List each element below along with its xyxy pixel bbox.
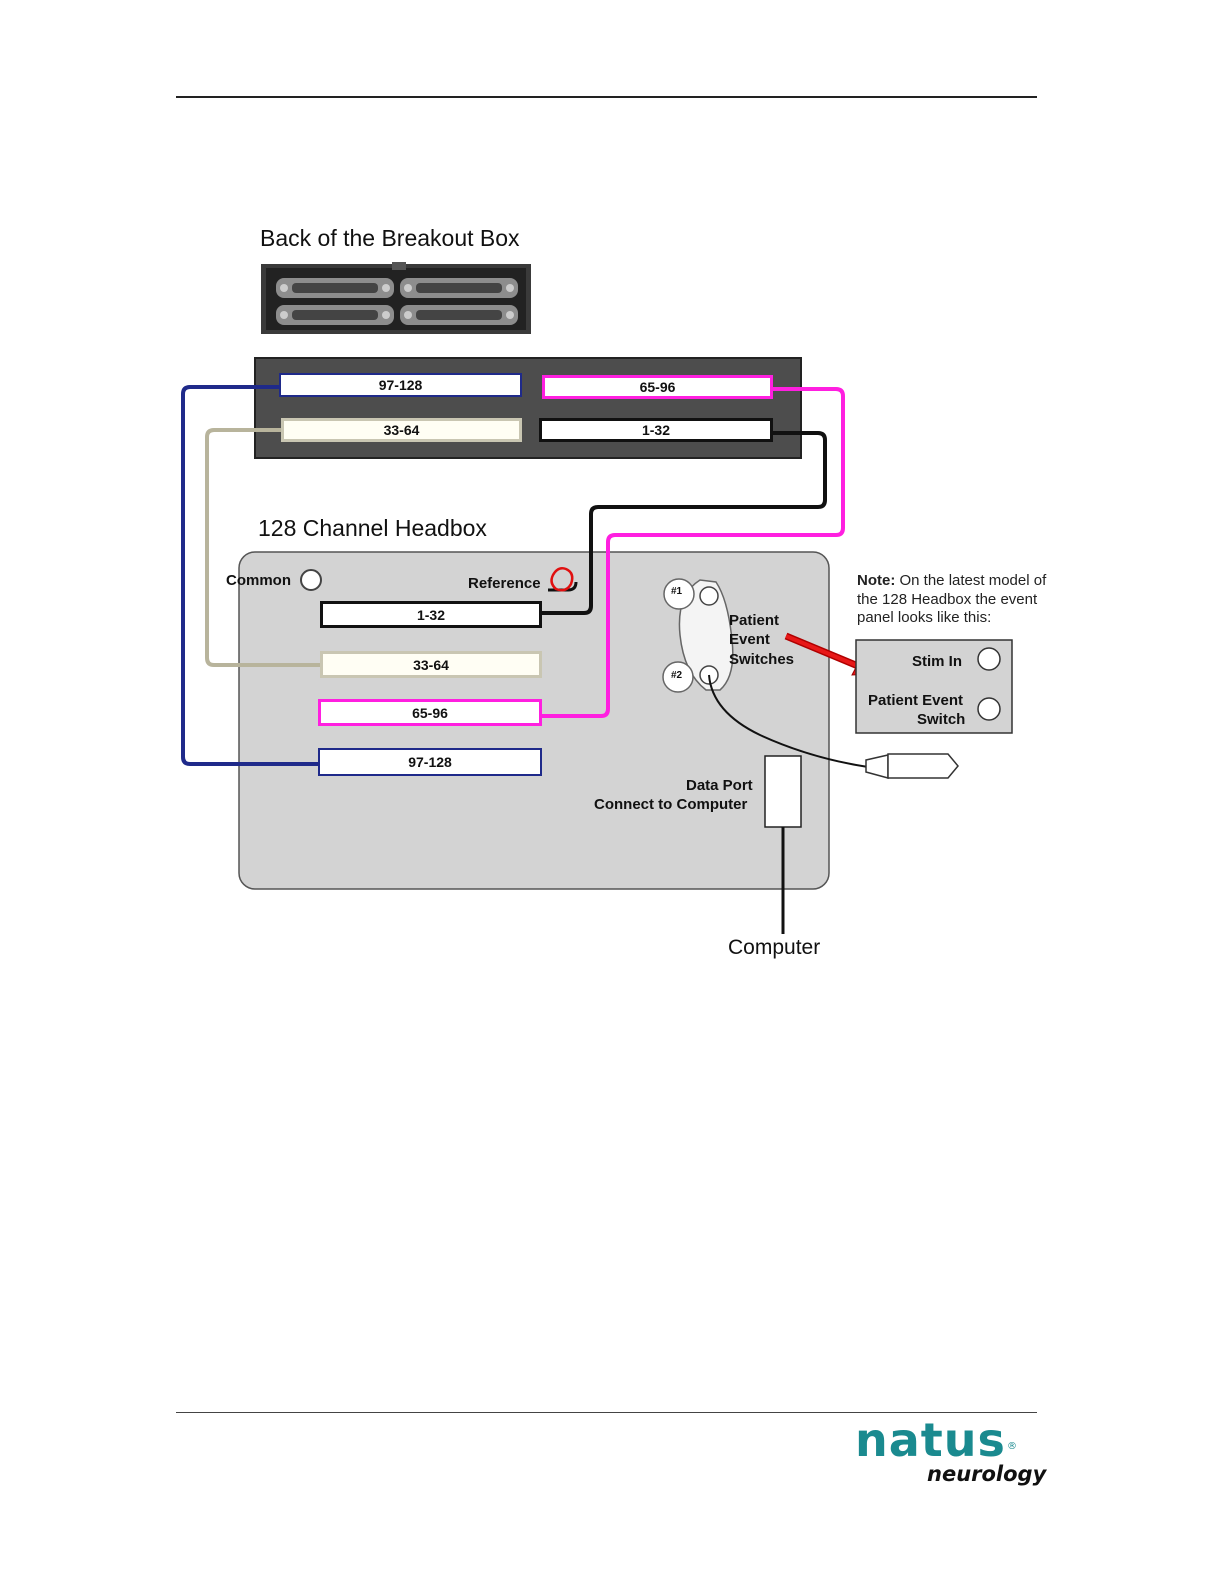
reference-lead [548, 581, 578, 592]
footer-rule [176, 1412, 1037, 1413]
note-body: On the latest model of the 128 Headbox t… [857, 572, 1047, 626]
switch-1-label: #1 [671, 586, 683, 597]
switch-plug-icon [865, 754, 889, 779]
breakout-port-33-64: 33-64 [281, 418, 522, 442]
logo-word: natus [855, 1413, 1006, 1467]
computer-label: Computer [728, 936, 821, 959]
note-bold: Note: [857, 572, 896, 589]
headbox-port-1-32: 1-32 [320, 601, 542, 628]
patient-event-switch-label-1: Patient Event [868, 692, 964, 709]
headbox-port-97-128: 97-128 [318, 748, 542, 776]
reference-label: Reference [468, 575, 541, 592]
common-label: Common [226, 572, 291, 589]
patient-event-label-line3: Switches [729, 651, 795, 668]
cable-1-32 [542, 431, 827, 615]
header-rule [176, 96, 1037, 98]
reference-jack-icon [550, 567, 574, 592]
data-port-label: Data Port [686, 777, 753, 794]
switch-cord [708, 674, 869, 768]
breakout-box-title: Back of the Breakout Box [260, 225, 520, 251]
natus-logo: natus ® neurology [855, 1413, 1046, 1495]
stim-in-label: Stim In [912, 653, 963, 670]
data-port [764, 755, 802, 828]
headbox-port-65-96: 65-96 [318, 699, 542, 726]
connect-to-computer-label: Connect to Computer [594, 796, 748, 813]
note-text: Note: On the latest model of the 128 Hea… [857, 572, 1067, 628]
event-switch-panel [662, 578, 734, 693]
patient-event-label-line2: Event [729, 631, 770, 648]
breakout-port-97-128: 97-128 [279, 373, 522, 397]
logo-sub: neurology [927, 1462, 1047, 1486]
cable-65-96 [542, 387, 845, 718]
logo-registered: ® [1007, 1441, 1017, 1452]
patient-event-switch-label-2: Switch [917, 711, 966, 728]
headbox-title: 128 Channel Headbox [258, 515, 487, 541]
breakout-port-65-96: 65-96 [542, 375, 773, 399]
common-jack-icon [300, 569, 322, 591]
switch-2-label: #2 [671, 670, 683, 681]
breakout-port-1-32: 1-32 [539, 418, 773, 442]
cable-33-64 [205, 428, 320, 667]
patient-event-label-line1: Patient [729, 612, 780, 629]
breakout-box-photo [261, 262, 531, 334]
switch-handle-icon [887, 753, 959, 779]
headbox-port-33-64: 33-64 [320, 651, 542, 678]
cable-97-128 [181, 385, 320, 766]
patient-event-jack-icon [977, 697, 1001, 721]
stim-in-jack-icon [977, 647, 1001, 671]
